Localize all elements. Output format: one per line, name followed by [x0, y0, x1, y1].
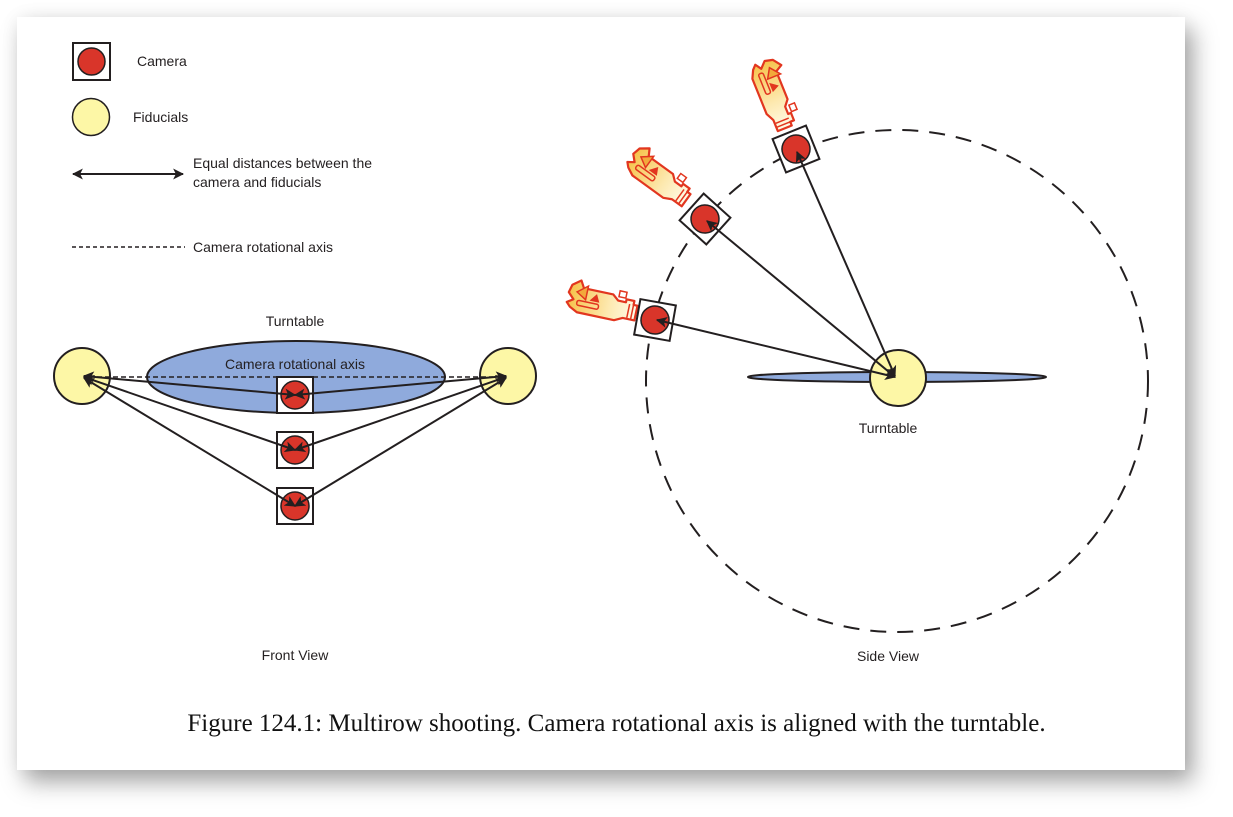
- side-view-label: Side View: [857, 648, 920, 664]
- side-camcorder-icon-2: [621, 141, 700, 211]
- figure-caption: Figure 124.1: Multirow shooting. Camera …: [187, 710, 1046, 737]
- front-arrow-cam3-right: [294, 377, 507, 507]
- side-camera-1: [632, 297, 678, 343]
- legend-distance-label-1: Equal distances between the: [193, 155, 372, 171]
- side-fiducial: [869, 349, 927, 407]
- side-camera-3: [771, 124, 821, 174]
- side-camera-2: [678, 192, 732, 246]
- side-turntable-label: Turntable: [859, 420, 918, 436]
- side-camcorder-icon-1: [563, 277, 642, 326]
- side-camcorder-icon-3: [746, 54, 805, 134]
- legend-distance-label-2: camera and fiducials: [193, 174, 321, 190]
- front-fiducial-right: [479, 347, 537, 405]
- side-distance-arrows: [655, 150, 897, 381]
- legend-camera-icon: [72, 42, 111, 81]
- side-arrow-cam3: [795, 150, 897, 378]
- legend-fiducials-label: Fiducials: [133, 109, 188, 125]
- legend-camera-label: Camera: [137, 53, 187, 69]
- front-view-label: Front View: [262, 647, 330, 663]
- side-view: Turntable Side View: [563, 54, 1149, 664]
- front-arrow-cam3-left: [83, 377, 296, 507]
- front-axis-label: Camera rotational axis: [225, 356, 365, 372]
- front-view: Turntable Camera rotational axis: [53, 313, 537, 663]
- side-camera-orbit: [645, 129, 1149, 633]
- legend: Camera Fiducials Equal distances between…: [71, 42, 372, 255]
- legend-fiducial-icon: [71, 97, 111, 137]
- front-turntable-label: Turntable: [266, 313, 325, 329]
- front-distance-arrows: [82, 371, 508, 507]
- front-fiducial-left: [53, 347, 111, 405]
- legend-axis-label: Camera rotational axis: [193, 239, 333, 255]
